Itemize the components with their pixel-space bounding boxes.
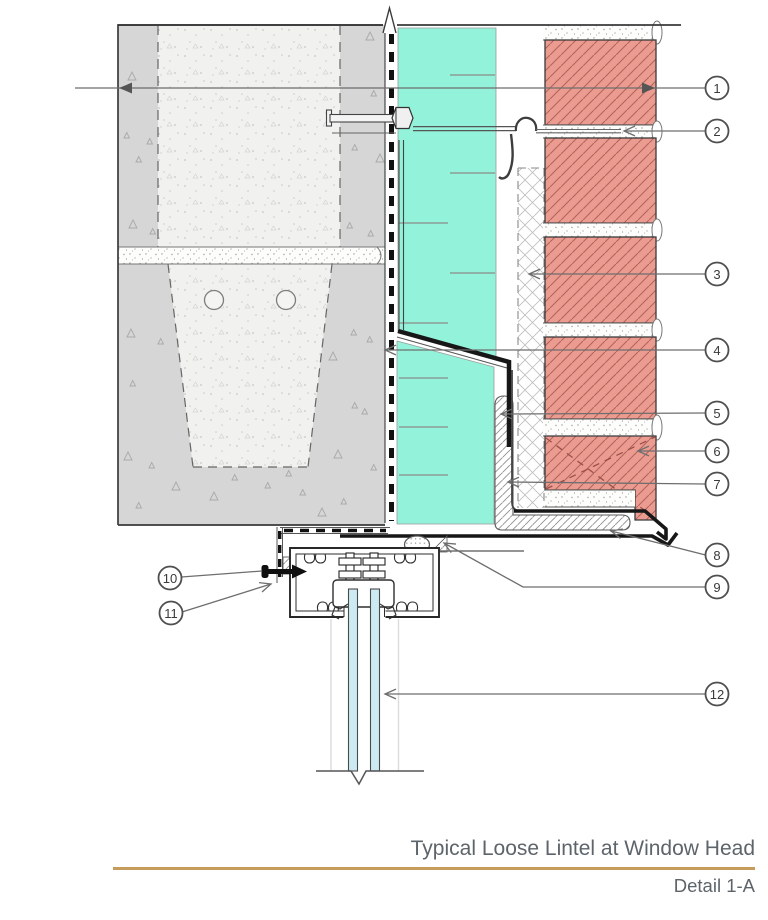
break-symbol-bottom	[316, 770, 424, 786]
leader-arrowhead	[609, 528, 623, 539]
concrete-backup-wall	[117, 24, 386, 526]
callout-6: 6	[704, 438, 730, 464]
insulated-glazing-unit	[316, 588, 424, 786]
callout-bubble	[704, 337, 730, 363]
glass-pane	[347, 588, 359, 772]
callout-number: 2	[713, 124, 720, 139]
glass-pane	[369, 588, 381, 772]
leader-line	[181, 583, 272, 613]
callout-bubble	[704, 574, 730, 600]
callout-number: 1	[713, 81, 720, 96]
edge-break-notch	[651, 318, 663, 342]
callout-3: 3	[704, 261, 730, 287]
callout-bubble	[704, 681, 730, 707]
drawing-title: Typical Loose Lintel at Window Head	[410, 837, 755, 860]
break-symbol-top	[382, 5, 397, 34]
form-line-dashed	[157, 25, 341, 247]
aggregate-marks	[123, 30, 385, 517]
bond-beam-joint	[118, 246, 385, 265]
screw-boss-hooks-top	[303, 553, 417, 564]
leader-arrowhead	[442, 542, 457, 553]
callout-8: 8	[704, 542, 730, 568]
edge-break-notch	[651, 414, 663, 441]
rebar-circle	[203, 289, 225, 311]
membrane-flashing	[397, 328, 512, 447]
top-edge-lines	[118, 5, 681, 34]
callout-number: 6	[713, 444, 720, 459]
leader-arrowhead	[499, 408, 513, 420]
callout-number: 11	[164, 606, 178, 621]
callout-10: 10	[157, 565, 183, 591]
callout-5: 5	[704, 400, 730, 426]
callout-1: 1	[704, 75, 730, 101]
leader-line	[181, 570, 263, 578]
brick-veneer	[543, 20, 663, 521]
anchor-bolt-head	[391, 106, 414, 130]
wire-tie-hook	[514, 116, 538, 132]
callout-bubble	[704, 542, 730, 568]
callout-2: 2	[704, 118, 730, 144]
leader-line	[443, 542, 706, 588]
head-flashing	[340, 531, 679, 547]
leader-arrowhead	[506, 476, 520, 488]
thermal-break	[362, 552, 386, 585]
rebar-circle	[275, 289, 297, 311]
aluminum-frame-head	[289, 547, 440, 620]
leader-line	[507, 481, 706, 485]
extent-arrowhead	[642, 82, 655, 94]
tie-pintle	[413, 125, 516, 132]
callout-bubble	[157, 565, 183, 591]
callout-bubble	[704, 438, 730, 464]
flashing-assembly	[340, 140, 679, 547]
callout-number: 12	[710, 687, 724, 702]
callout-bubble	[158, 600, 184, 626]
leader-arrowhead	[259, 581, 273, 593]
leader-arrowhead	[527, 268, 541, 280]
leader-arrowhead	[636, 445, 650, 457]
callout-number: 7	[713, 477, 720, 492]
callout-number: 8	[713, 548, 720, 563]
edge-break-notch	[651, 20, 663, 45]
edge-break-notch	[651, 218, 663, 242]
masonry-tie-assembly	[325, 106, 621, 180]
glazing-gaskets	[331, 603, 397, 620]
callout-bubble	[704, 118, 730, 144]
glazing-pocket	[332, 579, 395, 608]
title-rule	[113, 867, 755, 870]
callout-number: 3	[713, 267, 720, 282]
extent-arrowhead	[119, 82, 132, 94]
callout-11: 11	[158, 600, 184, 626]
insulation-joint-ticks	[399, 74, 495, 476]
frame-anchor-screw	[261, 564, 307, 579]
callout-bubble	[704, 75, 730, 101]
callout-bubble	[704, 471, 730, 497]
drip-flashing	[514, 509, 668, 541]
leader-arrowhead	[383, 688, 397, 700]
callout-number: 9	[713, 580, 720, 595]
callout-4: 4	[704, 337, 730, 363]
callout-number: 5	[713, 406, 720, 421]
trapezoid-dashed-boundary	[167, 263, 333, 468]
detail-number: Detail 1-A	[673, 875, 755, 896]
cavity-insulation	[396, 27, 497, 525]
leader-arrowhead	[622, 125, 636, 137]
callout-number: 4	[713, 343, 720, 358]
callout-12: 12	[704, 681, 730, 707]
leader-line	[500, 412, 706, 415]
callout-bubble	[704, 400, 730, 426]
callout-number: 10	[163, 571, 177, 586]
dashed-x-marks	[545, 436, 656, 519]
clip-rail	[398, 140, 405, 330]
callout-9: 9	[704, 574, 730, 600]
callout-7: 7	[704, 471, 730, 497]
window-head-assembly	[261, 535, 524, 786]
wire-tie-drip-leg	[498, 133, 514, 180]
title-block: Typical Loose Lintel at Window Head Deta…	[0, 836, 755, 897]
callout-bubble	[704, 261, 730, 287]
leader-line	[610, 530, 706, 556]
mortar-net-cavity	[517, 167, 545, 508]
leader-arrowhead	[383, 344, 397, 356]
